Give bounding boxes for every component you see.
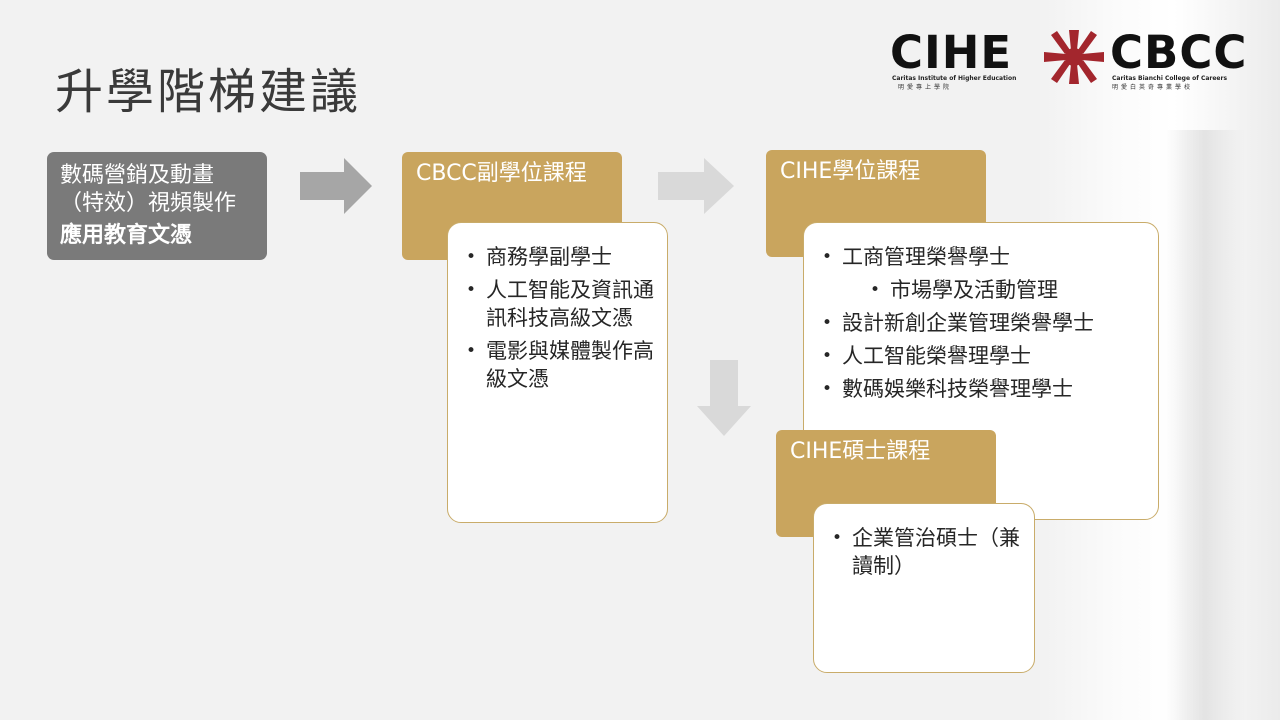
logo-cbcc-wordmark: CBCC (1110, 26, 1248, 79)
caritas-cross-icon (1044, 30, 1104, 84)
arrow-right-icon (300, 158, 372, 214)
logo-cihe-wordmark: CIHE (890, 26, 1013, 79)
logo-cihe-subtitle-zh: 明愛專上學院 (898, 84, 953, 91)
background-pillar (1165, 130, 1245, 720)
list-item: 工商管理榮譽學士 (822, 243, 1148, 271)
current-programme-line-1: 數碼營銷及動畫 (60, 163, 215, 188)
list-item: 企業管治碩士（兼讀制） (832, 524, 1022, 580)
logo: CIHE Caritas Institute of Higher Educati… (890, 26, 1252, 92)
current-programme-card: 數碼營銷及動畫 （特效）視頻製作 應用教育文憑 (47, 152, 267, 260)
associate-degree-list: 商務學副學士 人工智能及資訊通訊科技高級文憑 電影與媒體製作高級文憑 (447, 222, 668, 523)
logo-cbcc-subtitle-zh: 明愛白英奇專業學校 (1112, 84, 1194, 91)
current-programme-line-2: （特效）視頻製作 (60, 191, 237, 216)
associate-degree-header-label: CBCC副學位課程 (416, 161, 587, 186)
current-programme-line-3: 應用教育文憑 (60, 223, 193, 248)
list-item: 商務學副學士 (466, 243, 657, 271)
arrow-right-icon (658, 158, 734, 214)
arrow-down-icon (697, 360, 751, 436)
logo-cihe-subtitle: Caritas Institute of Higher Education (892, 75, 1017, 82)
list-item: 電影與媒體製作高級文憑 (466, 337, 657, 393)
master-list: 企業管治碩士（兼讀制） (813, 503, 1035, 673)
logo-cbcc-subtitle: Caritas Bianchi College of Careers (1112, 75, 1228, 82)
list-item: 人工智能榮譽理學士 (822, 342, 1148, 370)
list-item: 設計新創企業管理榮譽學士 (822, 309, 1148, 337)
list-item: 數碼娛樂科技榮譽理學士 (822, 375, 1148, 403)
degree-header-label: CIHE學位課程 (780, 159, 921, 184)
list-item-sub: 市場學及活動管理 (870, 276, 1148, 304)
page-title: 升學階梯建議 (55, 64, 362, 120)
list-item: 人工智能及資訊通訊科技高級文憑 (466, 276, 657, 332)
master-header-label: CIHE碩士課程 (790, 439, 931, 464)
